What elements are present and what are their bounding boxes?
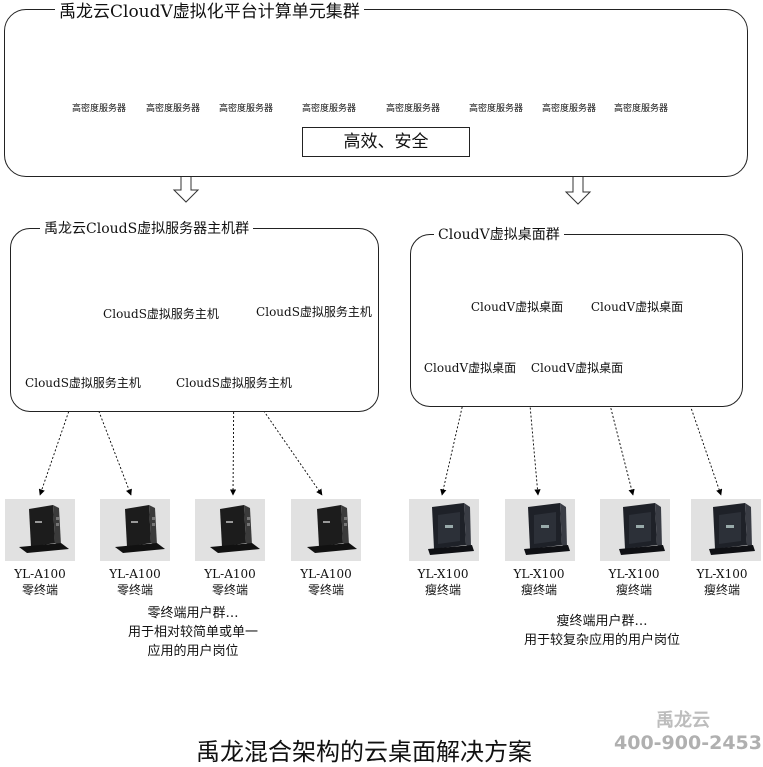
zero-client-model: YL-A100 bbox=[14, 567, 66, 581]
thin-client-type: 瘦终端 bbox=[615, 583, 652, 597]
zero-client-caption: YL-A100 零终端 bbox=[300, 566, 352, 598]
thin-client-caption: YL-X100 瘦终端 bbox=[609, 566, 660, 598]
zero-note-line: 用于相对较简单或单一 bbox=[127, 625, 259, 640]
server-label: 高密度服务器 bbox=[145, 104, 201, 114]
thin-client-model: YL-X100 bbox=[417, 567, 469, 581]
zero-client-type: 零终端 bbox=[21, 583, 59, 597]
server-label: 高密度服务器 bbox=[385, 104, 441, 114]
zero-client-device-icon bbox=[210, 505, 260, 553]
zero-client-type: 零终端 bbox=[116, 583, 154, 597]
cloudv-desktop-label: CloudV虚拟桌面 bbox=[423, 361, 517, 375]
server-label: 高密度服务器 bbox=[541, 104, 597, 114]
cloudv-desktop-label: CloudV虚拟桌面 bbox=[470, 300, 564, 314]
server-label: 高密度服务器 bbox=[613, 104, 669, 114]
thin-client-device-icon bbox=[619, 503, 665, 555]
thin-client-type: 瘦终端 bbox=[424, 583, 461, 597]
watermark-phone: 400-900-2453 bbox=[614, 732, 762, 754]
thin-note-line: 用于较复杂应用的用户岗位 bbox=[523, 633, 681, 648]
zero-client-caption: YL-A100 零终端 bbox=[109, 566, 161, 598]
clouds-group-title: 禹龙云CloudS虚拟服务器主机群 bbox=[40, 218, 254, 238]
thin-client-type: 瘦终端 bbox=[520, 583, 557, 597]
cloudv-group-title: CloudV虚拟桌面群 bbox=[434, 224, 564, 244]
clouds-host-label: CloudS虚拟服务主机 bbox=[25, 376, 141, 390]
zero-client-model: YL-A100 bbox=[300, 567, 352, 581]
zero-client-model: YL-A100 bbox=[204, 567, 256, 581]
thin-client-type: 瘦终端 bbox=[703, 583, 740, 597]
thin-client-device-icon bbox=[428, 503, 474, 555]
slogan-text: 高效、安全 bbox=[343, 132, 429, 152]
thin-client-model: YL-X100 bbox=[608, 567, 660, 581]
clouds-host-label: CloudS虚拟服务主机 bbox=[103, 307, 219, 321]
zero-client-note: 零终端用户群… 用于相对较简单或单一 应用的用户岗位 bbox=[128, 604, 258, 661]
zero-client-type: 零终端 bbox=[307, 583, 345, 597]
zero-client-type: 零终端 bbox=[211, 583, 249, 597]
server-label: 高密度服务器 bbox=[218, 104, 274, 114]
diagram-title: 禹龙混合架构的云桌面解决方案 bbox=[196, 738, 532, 766]
clouds-host-group bbox=[10, 228, 379, 412]
cluster-title: 禹龙云CloudV虚拟化平台计算单元集群 bbox=[55, 0, 364, 22]
server-label: 高密度服务器 bbox=[71, 104, 127, 114]
server-label: 高密度服务器 bbox=[301, 104, 357, 114]
thin-client-model: YL-X100 bbox=[513, 567, 565, 581]
zero-client-device-icon bbox=[115, 505, 165, 553]
zero-client-caption: YL-A100 零终端 bbox=[14, 566, 66, 598]
thin-note-line: 瘦终端用户群… bbox=[556, 614, 648, 629]
cloudv-desktop-label: CloudV虚拟桌面 bbox=[530, 361, 624, 375]
thin-client-caption: YL-X100 瘦终端 bbox=[514, 566, 565, 598]
thin-client-caption: YL-X100 瘦终端 bbox=[418, 566, 469, 598]
zero-client-device-icon bbox=[19, 505, 69, 553]
clouds-host-label: CloudS虚拟服务主机 bbox=[256, 305, 372, 319]
zero-client-model: YL-A100 bbox=[109, 567, 161, 581]
clouds-host-label: CloudS虚拟服务主机 bbox=[176, 376, 292, 390]
zero-client-device-icon bbox=[307, 505, 357, 553]
thin-client-model: YL-X100 bbox=[696, 567, 748, 581]
zero-note-line: 应用的用户岗位 bbox=[147, 644, 239, 659]
cloudv-desktop-label: CloudV虚拟桌面 bbox=[590, 300, 684, 314]
thin-client-device-icon bbox=[709, 503, 755, 555]
cloudv-desktop-group bbox=[410, 234, 743, 407]
thin-client-caption: YL-X100 瘦终端 bbox=[697, 566, 748, 598]
thin-client-device-icon bbox=[524, 503, 570, 555]
watermark-name: 禹龙云 bbox=[656, 710, 710, 731]
server-label: 高密度服务器 bbox=[468, 104, 524, 114]
zero-client-caption: YL-A100 零终端 bbox=[204, 566, 256, 598]
zero-note-line: 零终端用户群… bbox=[147, 606, 239, 621]
slogan-box: 高效、安全 bbox=[302, 127, 470, 157]
thin-client-note: 瘦终端用户群… 用于较复杂应用的用户岗位 bbox=[524, 612, 680, 650]
